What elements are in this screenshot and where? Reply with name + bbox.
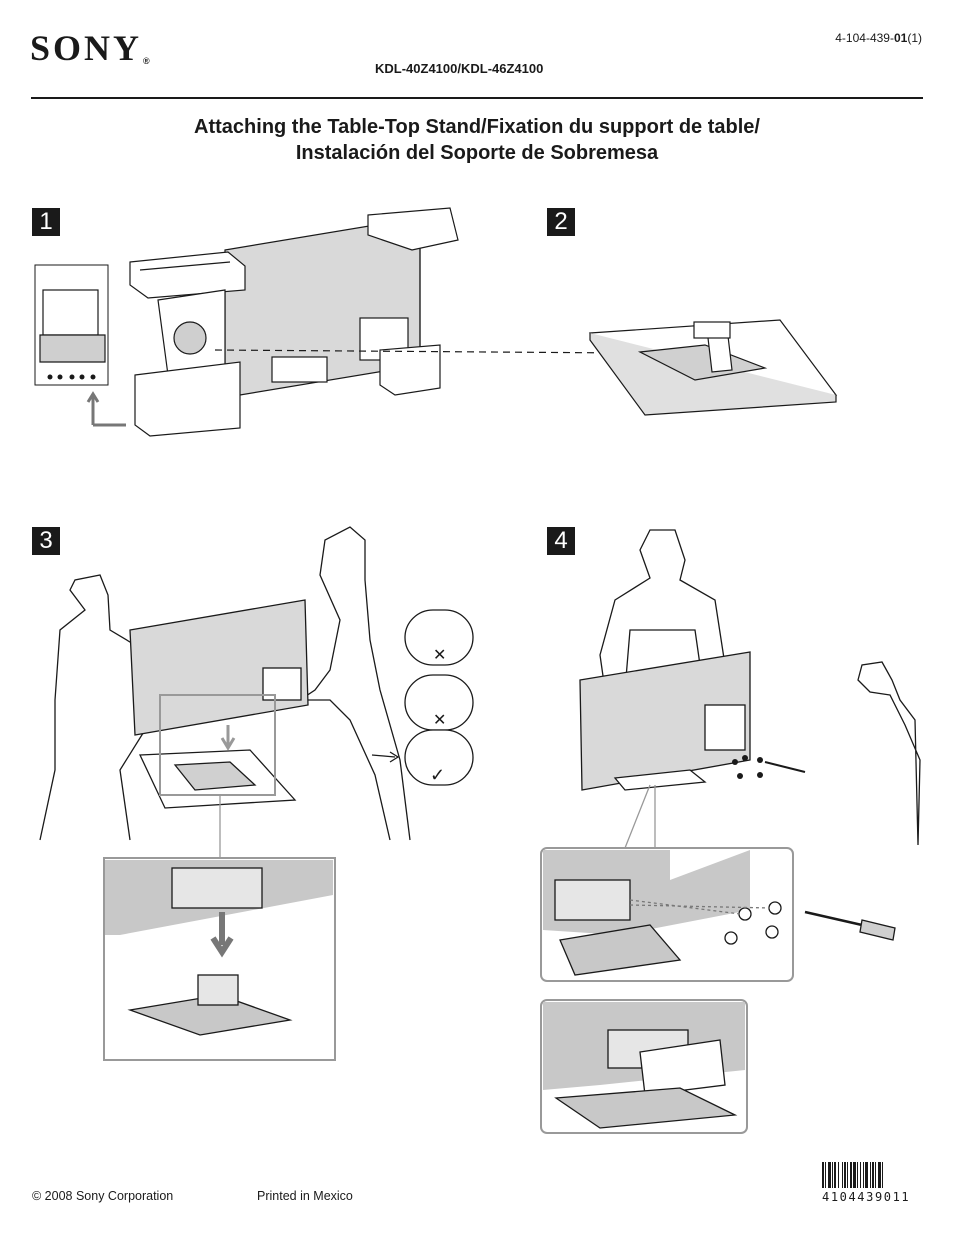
header-rule: [31, 97, 923, 99]
part-number: 4-104-439-01(1): [835, 31, 922, 45]
svg-text:✕: ✕: [433, 647, 446, 664]
title-line-1: Attaching the Table-Top Stand/Fixation d…: [194, 116, 760, 138]
svg-text:✕: ✕: [433, 712, 446, 729]
step-3-badge: 3: [32, 527, 60, 555]
printed-location: Printed in Mexico: [257, 1189, 353, 1203]
step-4-detail-view-screws: [540, 847, 794, 982]
tv-carried: [129, 599, 309, 736]
table-top-stand: [637, 321, 768, 381]
page-title: Attaching the Table-Top Stand/Fixation d…: [0, 114, 954, 166]
screwdriver-icon: [804, 910, 896, 941]
alignment-check-diagram: ✕ ✕ ✓: [404, 609, 474, 786]
copyright: © 2008 Sony Corporation: [32, 1189, 174, 1203]
person-holding-tv: [599, 529, 726, 691]
svg-text:✓: ✓: [430, 765, 445, 785]
tv-upright: [579, 651, 751, 791]
model-numbers: KDL-40Z4100/KDL-46Z4100: [375, 61, 544, 76]
barcode: [822, 1162, 883, 1188]
person-with-screwdriver: [857, 661, 921, 846]
sony-logo: SONY®: [30, 28, 150, 68]
step-2-badge: 2: [547, 208, 575, 236]
step-3-detail-view: [103, 857, 336, 1061]
step-4-badge: 4: [547, 527, 575, 555]
barcode-number: 4104439011: [822, 1190, 911, 1204]
step-1-badge: 1: [32, 208, 60, 236]
person-right: [297, 526, 411, 841]
step-4-detail-view-finished: [540, 999, 748, 1134]
title-line-2: Instalación del Soporte de Sobremesa: [295, 142, 659, 164]
box-contents-diagram: [34, 264, 109, 386]
